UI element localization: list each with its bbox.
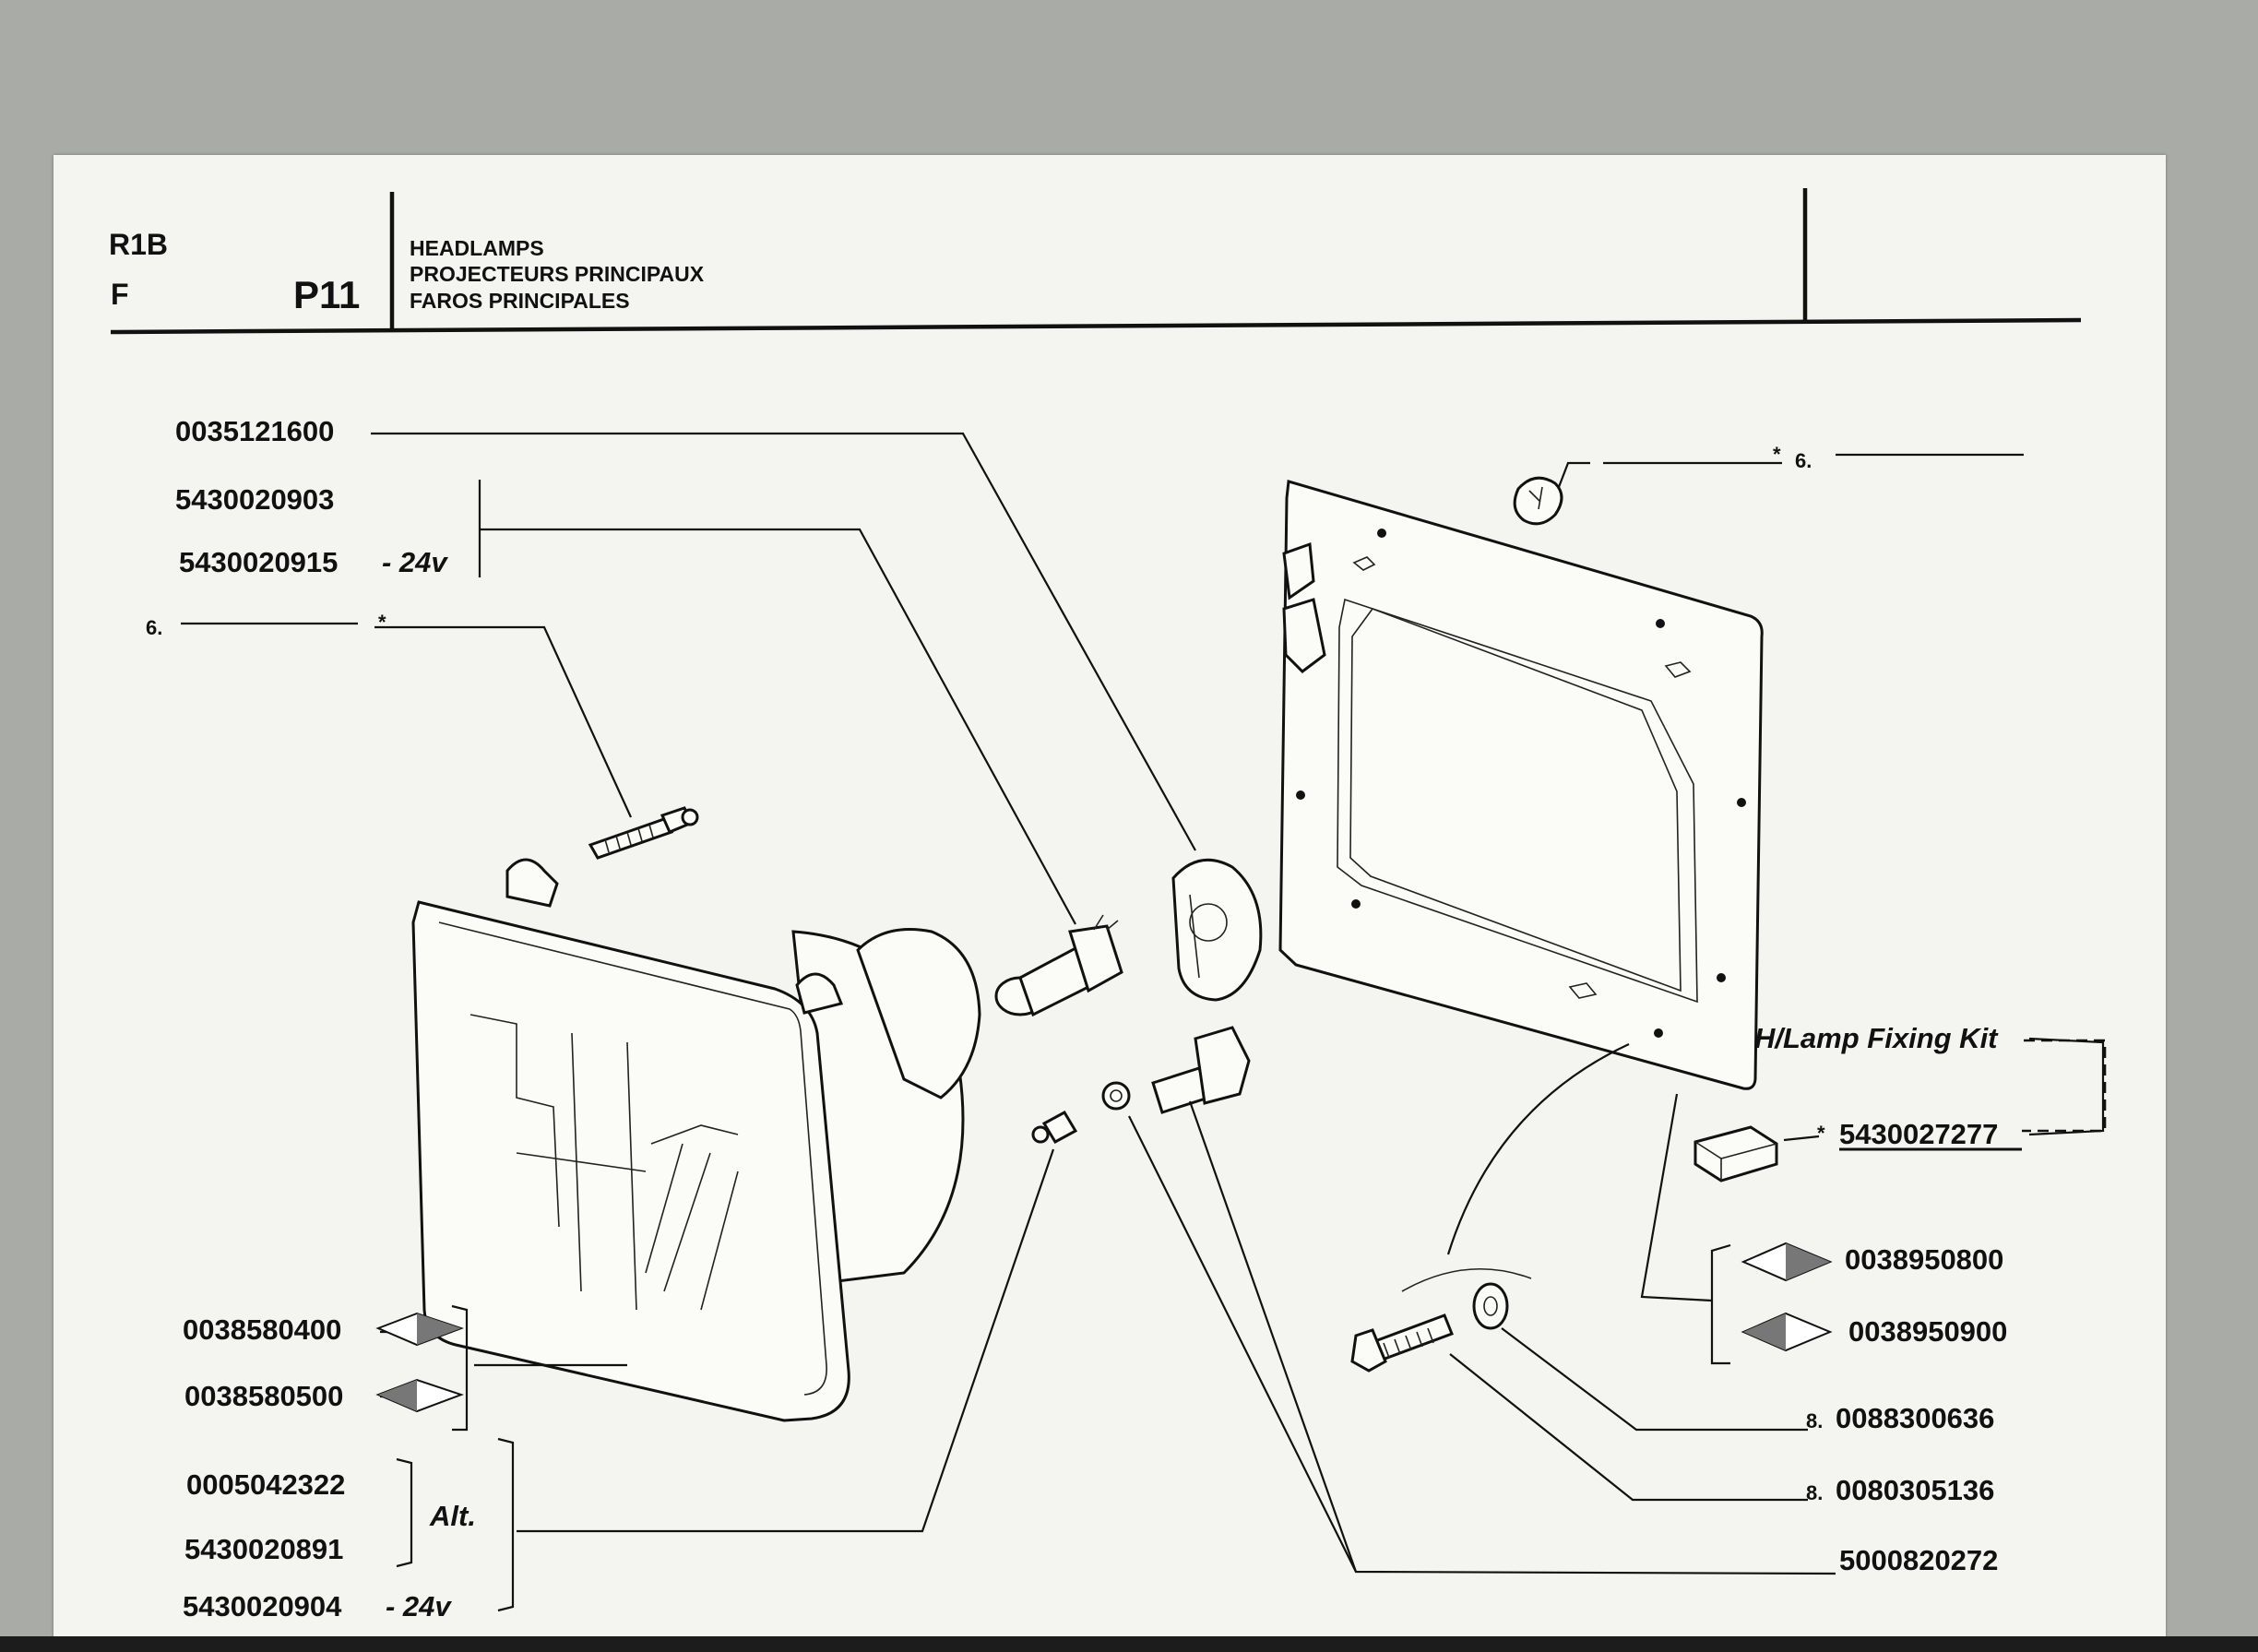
callout-side-holder-code: 5000820272 — [1839, 1544, 1998, 1576]
bolt-washer-parts — [1350, 1267, 1532, 1373]
callout-clip-qty: 6. — [1795, 449, 1812, 472]
title-es: FAROS PRINCIPALES — [410, 289, 630, 313]
callouts: 0035121600 5430020903 5430020915 - 24v 6… — [146, 415, 2007, 1622]
callout-side-bulb-1: 0005042322 — [186, 1468, 345, 1501]
side-bulb-parts — [1031, 1026, 1251, 1145]
callout-fixing-kit-star: * — [1817, 1122, 1825, 1145]
callout-bolt-qty: 8. — [1806, 1481, 1823, 1504]
lh-indicator-unit — [375, 1378, 464, 1413]
model-code: R1B — [109, 228, 168, 261]
rh-indicator-frame — [1741, 1242, 1833, 1282]
callout-clip-star: * — [1773, 443, 1781, 466]
headlamp-unit — [411, 858, 981, 1422]
callout-frame-left: 0038950900 — [1848, 1315, 2007, 1348]
callout-side-bulb-2: 5430020891 — [184, 1533, 343, 1565]
main-bulb-part — [994, 914, 1123, 1017]
callout-adjuster-star: * — [378, 611, 386, 634]
callout-unit-right: 0038580400 — [183, 1313, 341, 1346]
callout-washer-code: 0088300636 — [1836, 1402, 1994, 1434]
fixing-kit-part — [1694, 1125, 1778, 1183]
callout-frame-right: 0038950800 — [1845, 1243, 2003, 1276]
callout-washer-qty: 8. — [1806, 1409, 1823, 1432]
callout-bulb-24v-suffix: - 24v — [382, 546, 448, 578]
callout-side-bulb-24v-suffix: - 24v — [386, 1590, 452, 1622]
callout-bulb-24v: 5430020915 — [179, 546, 338, 578]
header: R1B F P11 HEADLAMPS PROJECTEURS PRINCIPA… — [109, 188, 2082, 335]
fixing-kit-bracket — [1839, 1039, 2107, 1151]
header-rule — [110, 317, 2082, 335]
cable — [1446, 1043, 1630, 1255]
hand-indicators — [375, 1242, 1833, 1413]
bottom-edge — [0, 1636, 2258, 1652]
rh-indicator-unit — [375, 1312, 464, 1347]
title-fr: PROJECTEURS PRINCIPAUX — [410, 262, 705, 286]
variant-code: F — [111, 278, 129, 311]
callout-alt-label: Alt. — [429, 1500, 476, 1532]
callout-side-bulb-24v: 5430020904 — [183, 1590, 342, 1622]
callout-bulb-holder: 0035121600 — [175, 415, 334, 447]
callout-unit-left: 0038580500 — [184, 1380, 343, 1412]
lh-indicator-frame — [1741, 1312, 1833, 1352]
bulb-holder-part — [1171, 858, 1263, 1002]
adjuster-screw-part — [588, 806, 699, 860]
callout-fixing-kit-code: 5430027277 — [1839, 1118, 1998, 1150]
clip-part — [1513, 476, 1563, 526]
callout-bulb-12v: 5430020903 — [175, 483, 334, 516]
mounting-frame — [1278, 480, 1764, 1090]
callout-adjuster-qty: 6. — [146, 616, 162, 639]
page-code: P11 — [293, 273, 360, 316]
callout-fixing-kit-label: H/Lamp Fixing Kit — [1754, 1022, 1999, 1054]
title-en: HEADLAMPS — [410, 236, 544, 260]
callout-bolt-code: 0080305136 — [1836, 1474, 1994, 1506]
